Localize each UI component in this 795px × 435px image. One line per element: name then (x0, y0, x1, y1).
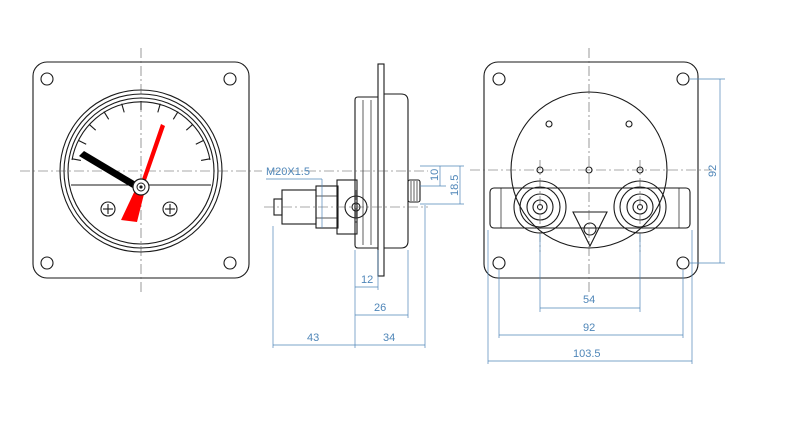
red-pointer (140, 124, 165, 186)
scale-tick (172, 111, 179, 120)
back-view (470, 48, 712, 292)
mount-hole (492, 256, 506, 270)
dim-18-5-label: 18.5 (449, 175, 461, 196)
dim-43-label: 43 (307, 332, 319, 344)
back-port-left (513, 180, 567, 234)
back-screw (625, 120, 633, 128)
back-screw (545, 120, 553, 128)
mount-hole (40, 256, 54, 270)
scale-tick (88, 123, 97, 131)
side-view (264, 63, 428, 277)
side-case (384, 93, 409, 249)
side-flange (377, 63, 385, 277)
mount-hole (676, 72, 690, 86)
black-pointer (79, 151, 141, 190)
center-bracket-hole (583, 222, 597, 236)
back-dimensions: 92 54 92 103.5 (487, 78, 725, 364)
screw-icon (100, 201, 116, 217)
dim-12-label: 12 (361, 274, 373, 286)
side-dimensions: M20X1.5 10 18.5 12 26 43 34 (266, 165, 464, 348)
front-view (20, 48, 262, 292)
mount-hole (492, 72, 506, 86)
center-bracket (572, 211, 608, 248)
scale-tick (185, 123, 194, 131)
scale-tick (77, 139, 87, 145)
dim-103-5-label: 103.5 (573, 348, 601, 360)
pointer-hub-center (139, 185, 143, 189)
manifold-bar (489, 187, 691, 229)
scale-tick (103, 111, 110, 120)
dim-92-width-label: 92 (583, 322, 595, 334)
mount-hole (223, 72, 237, 86)
mount-hole (676, 256, 690, 270)
side-bezel (354, 96, 378, 249)
scale-tick (121, 103, 125, 113)
mount-hole (40, 72, 54, 86)
scale-tick (195, 139, 205, 145)
adjust-knob (407, 179, 421, 203)
dim-92-height-label: 92 (707, 165, 719, 177)
dim-54-label: 54 (583, 294, 595, 306)
scale-tick (157, 103, 161, 113)
scale-ticks (72, 101, 210, 161)
screw-icon (162, 201, 178, 217)
mount-hole (223, 256, 237, 270)
scale-tick (201, 158, 210, 161)
dim-10-label: 10 (429, 169, 441, 181)
thread-label: M20X1.5 (266, 166, 310, 178)
dim-26-label: 26 (374, 302, 386, 314)
dim-34-label: 34 (383, 332, 395, 344)
scale-tick (72, 158, 81, 161)
